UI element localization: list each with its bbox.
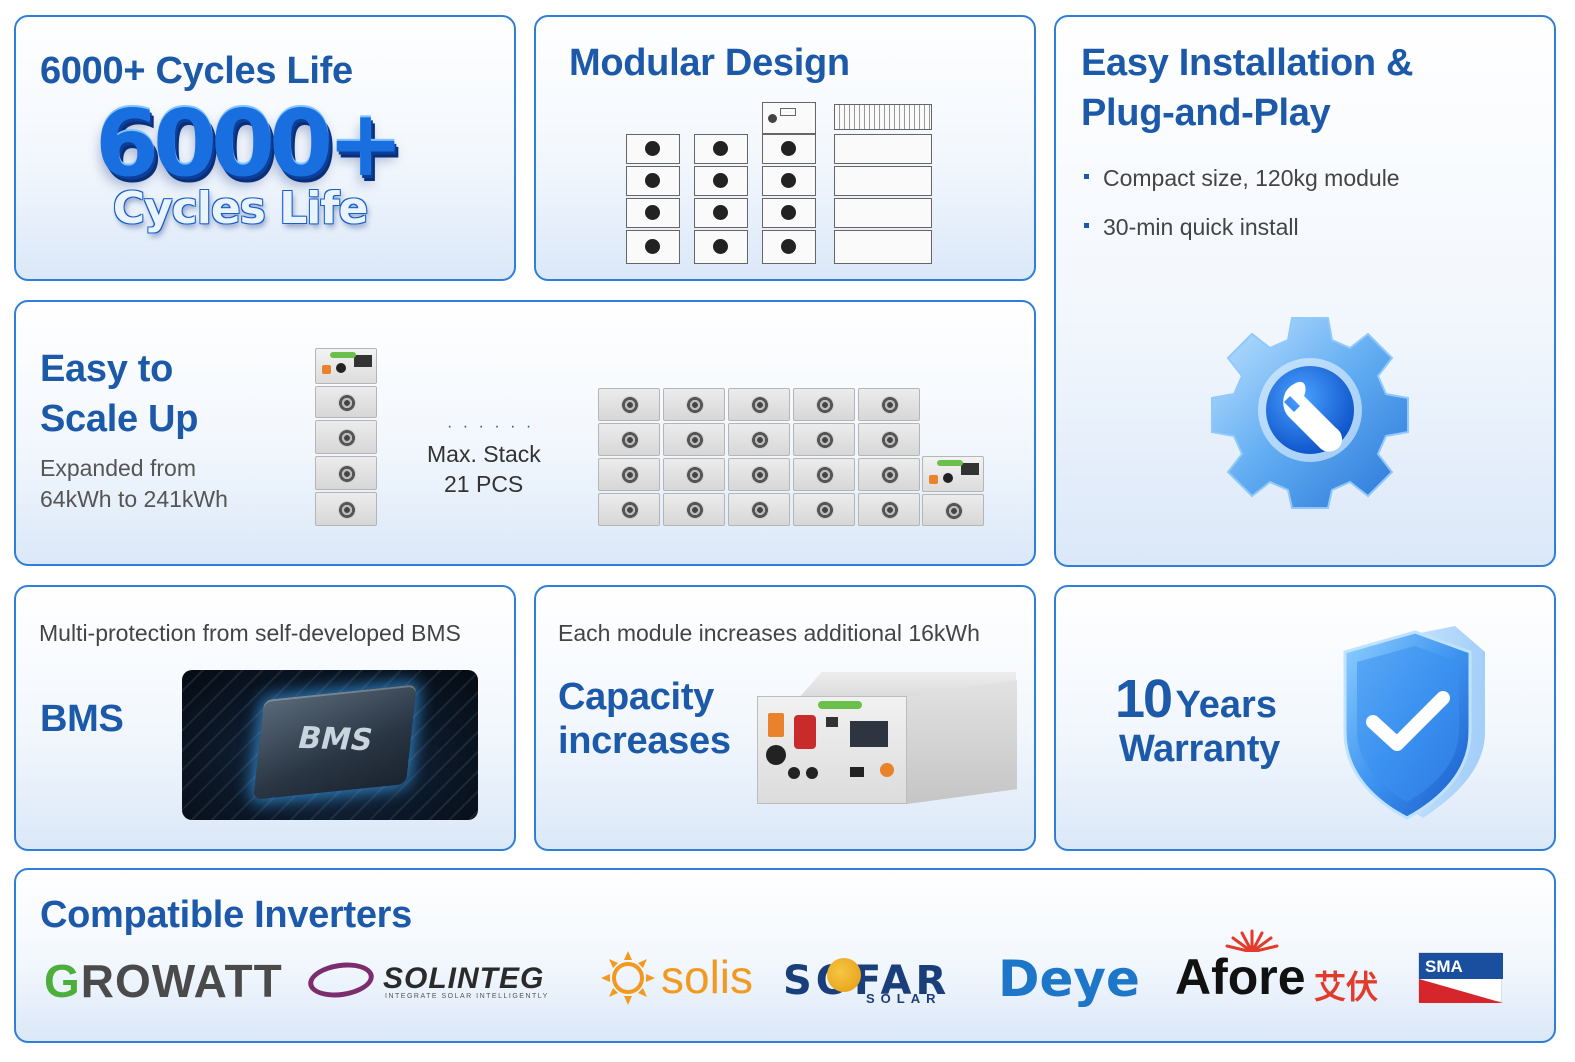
grid-module bbox=[728, 388, 790, 421]
grid-module bbox=[858, 423, 920, 456]
grid-module bbox=[663, 423, 725, 456]
grid-module bbox=[598, 423, 660, 456]
sofar-logo: SOFAR bbox=[783, 958, 950, 1004]
scale-desc-line2: 64kWh to 241kWh bbox=[40, 486, 228, 512]
grid-module bbox=[663, 493, 725, 526]
solinteg-logo: SOLINTEG bbox=[383, 962, 545, 995]
grid-module bbox=[728, 493, 790, 526]
fan-icon bbox=[816, 501, 834, 519]
warranty-label: Warranty bbox=[1119, 728, 1280, 770]
grid-module bbox=[598, 493, 660, 526]
scale-title-line2: Scale Up bbox=[40, 398, 199, 440]
solis-logo: solis bbox=[661, 951, 754, 1003]
cycles-badge: 6000+ Cycles Life bbox=[95, 90, 404, 234]
grid-module bbox=[858, 388, 920, 421]
bms-chip-label: BMS bbox=[294, 720, 377, 759]
fan-icon bbox=[751, 466, 769, 484]
cycles-title: 6000+ Cycles Life bbox=[40, 50, 353, 92]
cycles-badge-number: 6000+ bbox=[95, 90, 404, 197]
sofar-sub: SOLAR bbox=[866, 991, 942, 1006]
install-bullet-1: Compact size, 120kg module bbox=[1084, 165, 1400, 192]
grid-module bbox=[663, 388, 725, 421]
scale-title-line1: Easy to bbox=[40, 348, 174, 390]
bms-chip: BMS bbox=[253, 684, 417, 800]
install-title-line2: Plug-and-Play bbox=[1081, 92, 1331, 134]
capacity-title-line2: increases bbox=[558, 720, 731, 762]
fan-icon bbox=[816, 466, 834, 484]
warranty-text: 10 Years bbox=[1115, 668, 1277, 730]
single-stack-controller bbox=[315, 348, 377, 384]
afore-logo: Afore bbox=[1175, 949, 1306, 1005]
modular-drawing bbox=[620, 100, 940, 270]
stack-line1: Max. Stack bbox=[427, 441, 541, 467]
fan-icon bbox=[816, 431, 834, 449]
cycles-badge-text: Cycles Life bbox=[112, 183, 369, 234]
grid-module bbox=[663, 458, 725, 491]
grid-controller bbox=[922, 456, 984, 492]
afore-rays-icon bbox=[1222, 928, 1282, 954]
fan-icon bbox=[751, 431, 769, 449]
capacity-title-line1: Capacity bbox=[558, 676, 715, 718]
grid-module bbox=[728, 458, 790, 491]
sma-logo: SMA bbox=[1418, 952, 1503, 1003]
fan-icon bbox=[686, 466, 704, 484]
fan-icon bbox=[751, 501, 769, 519]
fan-icon bbox=[881, 396, 899, 414]
capacity-caption: Each module increases additional 16kWh bbox=[558, 620, 980, 646]
sofar-globe-icon bbox=[827, 958, 861, 992]
install-card bbox=[1054, 15, 1556, 567]
grid-module bbox=[793, 388, 855, 421]
afore-cn: 艾伏 bbox=[1314, 968, 1379, 1006]
growatt-logo-text: GROWATT bbox=[44, 955, 283, 1007]
bms-chip-image: BMS bbox=[182, 670, 478, 820]
stack-dots: · · · · · · bbox=[447, 418, 535, 435]
sma-logo-text: SMA bbox=[1425, 957, 1463, 976]
install-bullet-2: 30-min quick install bbox=[1084, 214, 1299, 241]
sofar-logo-text: SOFAR bbox=[783, 958, 951, 1004]
fan-icon bbox=[621, 501, 639, 519]
bms-title: BMS bbox=[40, 698, 124, 740]
stack-line2: 21 PCS bbox=[444, 471, 524, 497]
fan-icon bbox=[621, 466, 639, 484]
grid-module bbox=[858, 458, 920, 491]
grid-module bbox=[598, 458, 660, 491]
grid-module bbox=[793, 458, 855, 491]
warranty-years: Years bbox=[1175, 684, 1277, 726]
install-title-line1: Easy Installation & bbox=[1081, 42, 1414, 84]
fan-icon bbox=[881, 466, 899, 484]
fan-icon bbox=[621, 431, 639, 449]
shield-check-icon bbox=[1335, 622, 1495, 822]
fan-icon bbox=[621, 396, 639, 414]
warranty-number: 10 bbox=[1115, 669, 1173, 729]
grid-module bbox=[793, 423, 855, 456]
grid-module bbox=[793, 493, 855, 526]
modular-title: Modular Design bbox=[569, 42, 850, 84]
bms-caption: Multi-protection from self-developed BMS bbox=[39, 620, 461, 646]
fan-icon bbox=[816, 396, 834, 414]
solinteg-tagline: INTEGRATE SOLAR INTELLIGENTLY bbox=[385, 993, 549, 1000]
fan-icon bbox=[881, 431, 899, 449]
fan-icon bbox=[686, 396, 704, 414]
inverters-title: Compatible Inverters bbox=[40, 894, 412, 936]
scale-desc-line1: Expanded from bbox=[40, 455, 196, 481]
deye-logo: Deye bbox=[998, 950, 1140, 1008]
inverters-card bbox=[14, 868, 1556, 1043]
cycles-card bbox=[14, 15, 516, 281]
fan-icon bbox=[686, 431, 704, 449]
grid-module bbox=[598, 388, 660, 421]
grid-module bbox=[858, 493, 920, 526]
fan-icon bbox=[751, 396, 769, 414]
solis-sun-icon bbox=[598, 950, 658, 1006]
fan-icon bbox=[881, 501, 899, 519]
fan-icon bbox=[686, 501, 704, 519]
growatt-logo: GROWATT bbox=[44, 954, 283, 1008]
grid-module bbox=[728, 423, 790, 456]
wrench-gear-icon bbox=[1210, 310, 1410, 510]
